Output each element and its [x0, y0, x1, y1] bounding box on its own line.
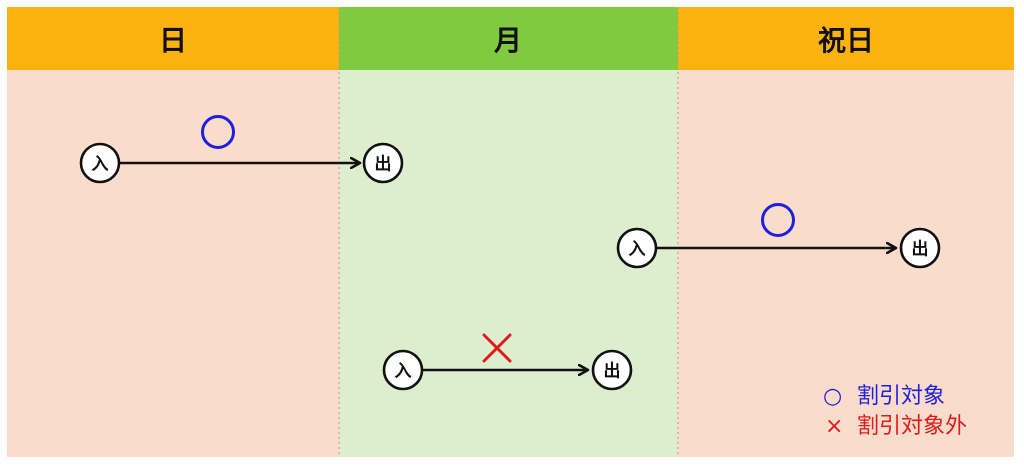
holiday-column-body [678, 70, 1014, 457]
legend-no-discount-label: 割引対象外 [857, 414, 967, 439]
monday-column-header [339, 7, 678, 70]
sunday-header-label: 日 [159, 24, 187, 57]
cross-mark-icon [482, 333, 512, 363]
entry-node [79, 142, 121, 184]
trip-monday-to-holiday: 入 出 [616, 203, 941, 269]
entry-node-label: 入 [629, 240, 646, 260]
legend-no-discount-symbol: × [825, 414, 843, 439]
sunday-column-header [7, 7, 339, 70]
entry-node-label: 入 [395, 362, 412, 382]
exit-node-label: 出 [375, 154, 392, 175]
legend-discount-label: 割引対象 [857, 384, 945, 409]
exit-node-label: 出 [912, 239, 929, 260]
monday-header-label: 月 [493, 24, 522, 57]
exit-node [591, 349, 633, 391]
legend-discount-symbol: ○ [823, 384, 842, 409]
holiday-column-header [678, 7, 1014, 70]
entry-node [616, 227, 658, 269]
exit-node-label: 出 [604, 361, 621, 382]
sunday-column-body [7, 70, 339, 457]
circle-mark-icon [201, 115, 235, 149]
exit-node [362, 142, 404, 184]
trip-sunday-to-monday: 入 出 [79, 115, 404, 184]
legend: ○ 割引対象 × 割引対象外 [823, 384, 967, 439]
exit-node [899, 227, 941, 269]
entry-node [382, 349, 424, 391]
holiday-header-label: 祝日 [818, 24, 874, 57]
circle-mark-icon [761, 203, 795, 237]
monday-column-body [339, 70, 678, 457]
trip-within-monday: 入 出 [382, 333, 633, 391]
entry-node-label: 入 [92, 155, 109, 175]
